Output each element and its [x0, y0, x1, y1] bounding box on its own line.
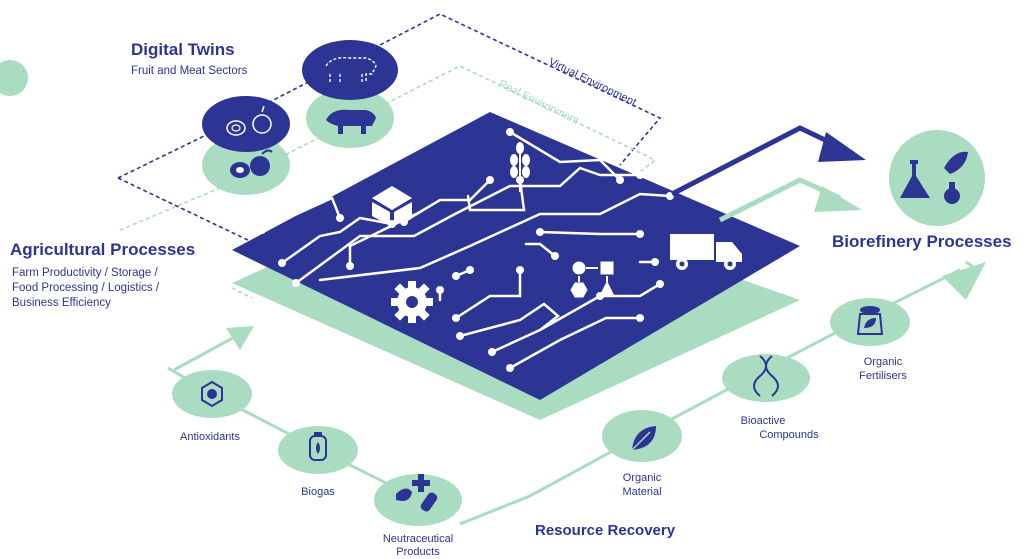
bioactive-node	[722, 354, 810, 402]
fertilisers-label-1: Organic	[863, 356, 903, 368]
leaf-icon	[631, 426, 656, 451]
virtual-environment-outline	[117, 13, 662, 179]
neutraceutical-label-1: Neutraceutical	[382, 533, 454, 545]
left-arrowhead	[226, 326, 254, 350]
truck-icon	[670, 234, 742, 270]
organic-material-label-2: Material	[622, 486, 662, 498]
agricultural-sub-3: Business Efficiency	[12, 297, 111, 309]
real-env-left-edge	[231, 287, 253, 299]
medicine-icon	[396, 474, 438, 512]
real-environment-label: Real Environment	[497, 78, 581, 127]
mint-arrowhead	[814, 186, 862, 212]
biorefinery-circle	[889, 130, 985, 226]
biorefinery-title: Biorefinery Processes	[832, 232, 1012, 251]
decorative-dot	[0, 60, 28, 96]
virtual-env-left-edge	[117, 177, 253, 243]
pig-icon	[325, 56, 377, 134]
gear-icon	[391, 281, 433, 323]
fertilisers-label-2: Fertilisers	[859, 370, 907, 382]
agricultural-sub-2: Food Processing / Logistics /	[12, 282, 160, 294]
bioactive-label-1: Bioactive	[740, 415, 786, 427]
left-arrow-stem	[173, 332, 241, 372]
agricultural-sub-1: Farm Productivity / Storage /	[12, 267, 158, 279]
twin-fruit-virtual	[202, 96, 290, 152]
biogas-label: Biogas	[301, 486, 335, 498]
real-environment-outline	[119, 65, 657, 231]
virtual-platform	[232, 112, 800, 400]
antioxidant-molecule-icon	[201, 380, 223, 408]
circuit-traces	[260, 130, 672, 370]
digital-twins-title: Digital Twins	[131, 40, 235, 59]
recovery-arrow-tail	[965, 260, 981, 274]
twin-pig-virtual	[302, 40, 398, 100]
wheat-icon	[510, 142, 530, 192]
fertiliser-bag-icon	[856, 306, 884, 335]
gas-bottle-icon	[309, 432, 327, 461]
biorefinery-flask-icon	[900, 151, 968, 204]
bioactive-label-2: Compounds	[759, 429, 819, 441]
navy-arrowhead	[818, 132, 866, 162]
box-icon	[372, 186, 412, 226]
flowchart-icon	[570, 261, 615, 298]
digital-twins-subtitle: Fruit and Meat Sectors	[131, 65, 248, 77]
organic-material-label-1: Organic	[622, 472, 662, 484]
recovery-arrowhead	[942, 262, 986, 300]
virtual-environment-label: Virtual Environment	[547, 56, 638, 109]
agricultural-title: Agricultural Processes	[10, 240, 196, 259]
neutraceutical-node	[374, 474, 462, 526]
fruit-icon	[226, 105, 273, 178]
dna-icon	[753, 355, 779, 397]
neutraceutical-label-2: Products	[396, 546, 440, 558]
antioxidants-label: Antioxidants	[180, 431, 240, 443]
resource-recovery-title: Resource Recovery	[535, 522, 676, 539]
